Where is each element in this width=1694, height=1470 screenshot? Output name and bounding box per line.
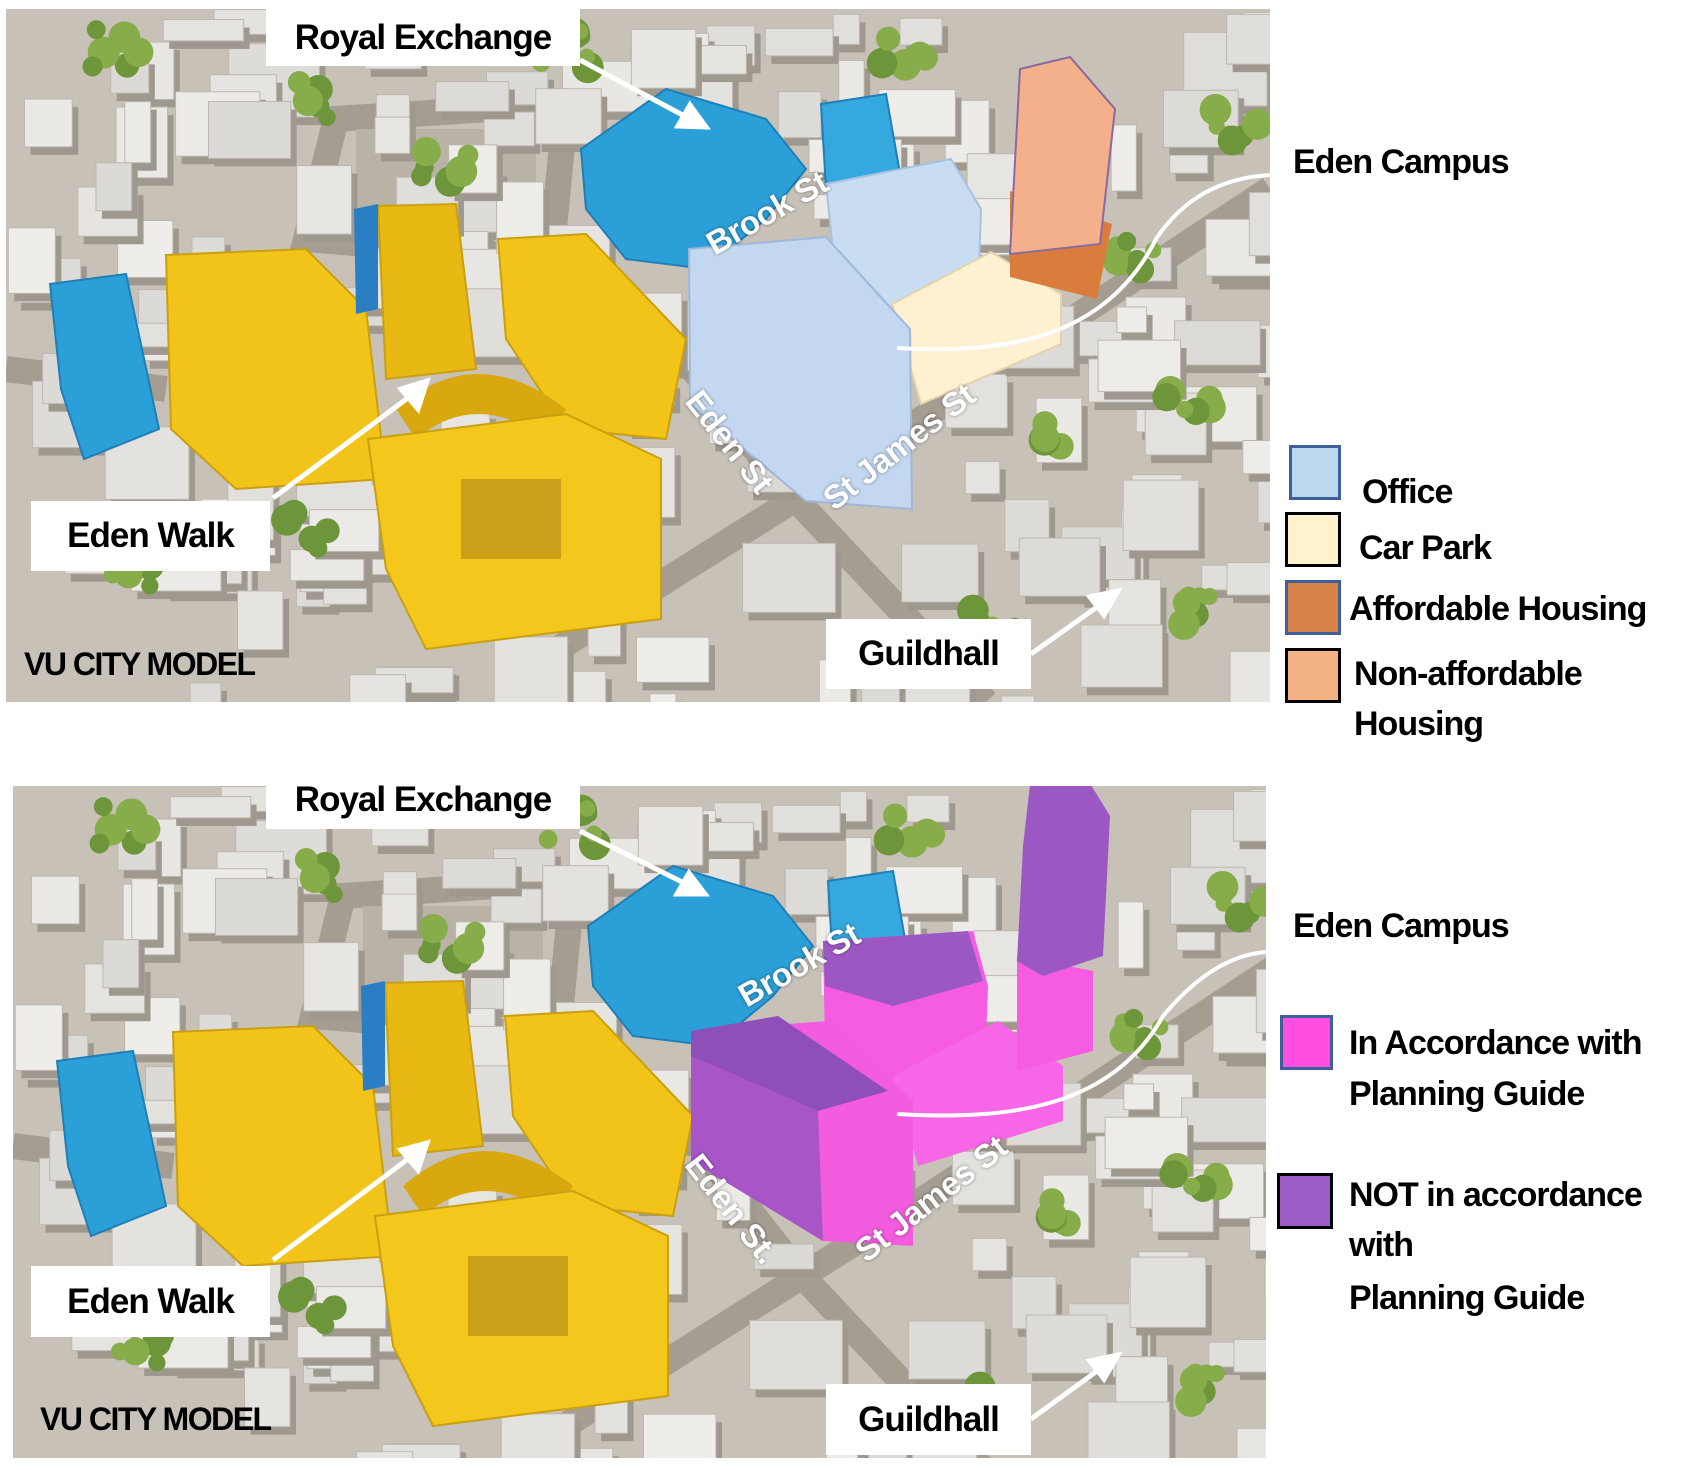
legend-label-car-park: Car Park (1359, 529, 1492, 567)
legend-label-non-affordable-line2: Housing (1354, 705, 1484, 743)
royal-exchange-label: Royal Exchange (266, 9, 580, 66)
legend-label-not-in-accordance-line2: with (1349, 1226, 1414, 1264)
guildhall-label: Guildhall (826, 1384, 1031, 1455)
office-building-main (687, 235, 914, 511)
legend-label-office: Office (1362, 473, 1453, 511)
arrows (271, 828, 1124, 1422)
eden-campus-label: Eden Campus (1293, 907, 1510, 945)
main-building-purple-top (691, 1016, 888, 1111)
legend-swatch-not-in-accordance (1277, 1173, 1333, 1229)
legend-swatch-office (1289, 445, 1341, 500)
royal-exchange-label: Royal Exchange (266, 771, 580, 829)
legend-label-not-in-accordance-line1: NOT in accordance (1349, 1176, 1643, 1214)
tall-building-purple-top (823, 931, 983, 1006)
eden-campus-buildings (687, 55, 1117, 511)
top-map (6, 9, 1270, 756)
non-affordable-housing-building (1008, 55, 1117, 256)
legend-label-in-accordance-line1: In Accordance with (1349, 1024, 1642, 1062)
legend-label-in-accordance-line2: Planning Guide (1349, 1075, 1585, 1113)
eden-campus-pointer (896, 950, 1266, 1118)
vu-city-model-watermark: VU CITY MODEL (40, 1401, 272, 1437)
legend-swatch-non-affordable-housing (1285, 648, 1341, 703)
legend-label-affordable-housing: Affordable Housing (1349, 590, 1647, 628)
legend-swatch-affordable-housing (1285, 580, 1341, 635)
eden-campus-label: Eden Campus (1293, 143, 1510, 181)
arrows (271, 57, 1124, 657)
legend-swatch-in-accordance (1280, 1015, 1333, 1070)
tower-pink-base (1017, 956, 1093, 1071)
legend-label-non-affordable-line1: Non-affordable (1354, 655, 1583, 693)
car-park-building (890, 250, 1062, 406)
eden-walk-label: Eden Walk (31, 501, 270, 571)
bottom-map (13, 786, 1266, 1470)
eden-walk-label: Eden Walk (31, 1266, 270, 1337)
eden-campus-pointer (896, 173, 1270, 352)
guildhall-label: Guildhall (826, 619, 1031, 689)
vu-city-model-watermark: VU CITY MODEL (24, 646, 256, 682)
legend-swatch-car-park (1285, 512, 1341, 567)
main-building-purple-side (691, 1056, 823, 1241)
tower-purple-top (1017, 786, 1110, 976)
legend-label-not-in-accordance-line3: Planning Guide (1349, 1279, 1585, 1317)
eden-campus-buildings (691, 786, 1110, 1246)
